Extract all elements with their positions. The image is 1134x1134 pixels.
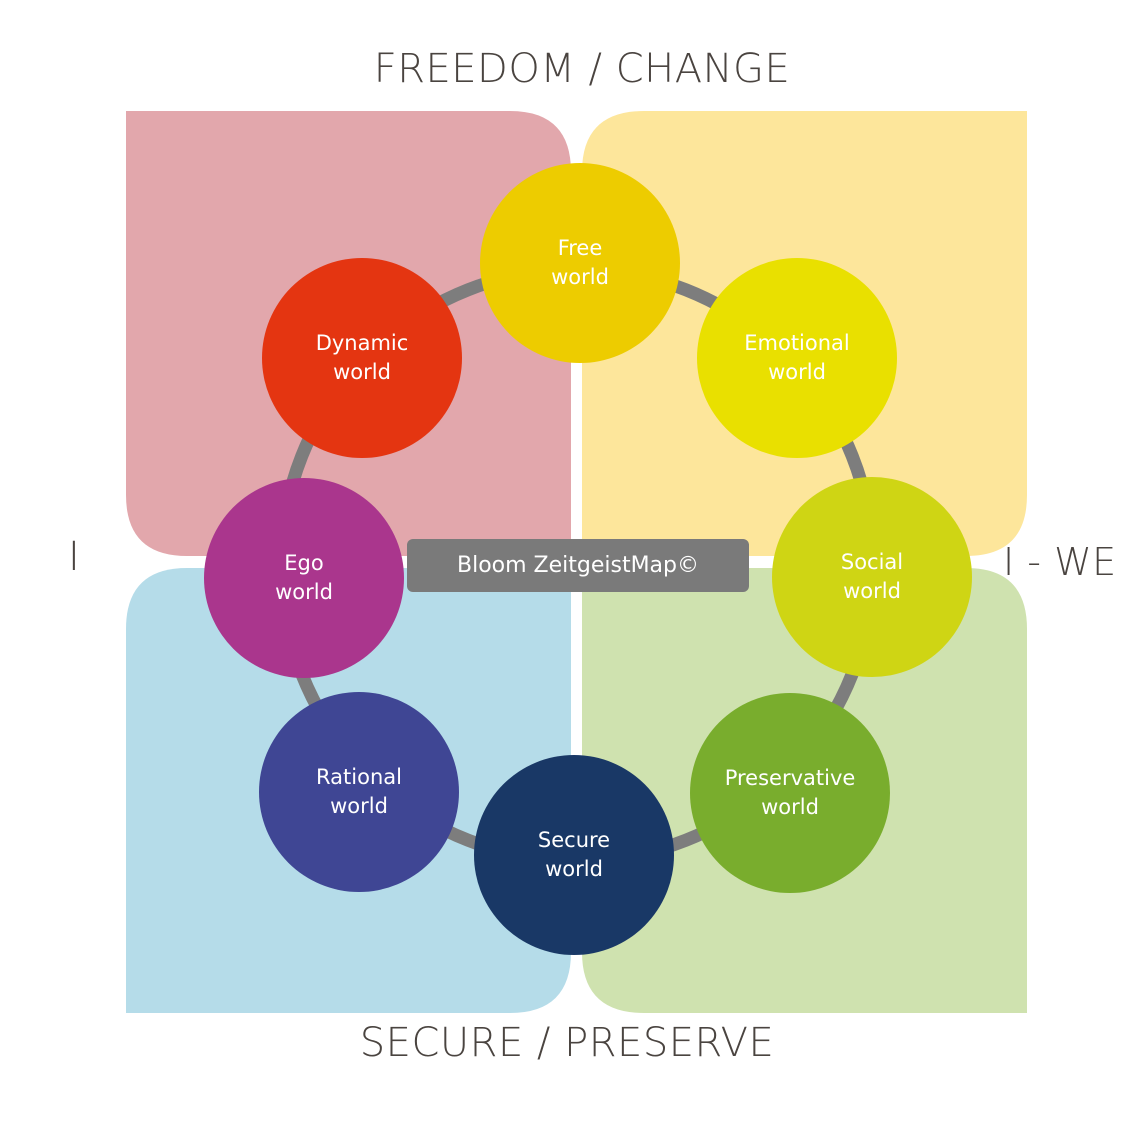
node-label-line: Free [557,236,603,260]
node-free-circle [480,163,680,363]
node-dynamic-label: Dynamic world [316,329,409,387]
node-rational-label: Rational world [316,763,402,821]
center-title-box: Bloom ZeitgeistMap© [407,539,749,592]
node-preservative-circle [690,693,890,893]
node-secure-label: Secure world [538,826,610,884]
node-label-line: Secure [537,828,611,852]
node-label-line: Social [840,550,904,574]
node-social-circle [772,477,972,677]
node-label-line: world [545,857,603,881]
node-label-line: Preservative [724,766,856,790]
node-label-line: world [768,360,826,384]
node-label-line: world [275,580,333,604]
node-label-line: world [333,360,391,384]
node-social-label: Social world [841,548,903,606]
node-label-line: Rational [316,765,402,789]
node-ego-circle [204,478,404,678]
node-label-line: world [843,579,901,603]
node-label-line: Dynamic [315,331,409,355]
node-label-line: Emotional [744,331,850,355]
axis-label-top: FREEDOM / CHANGE [373,46,791,92]
node-label-line: Ego [284,551,324,575]
node-label-line: world [551,265,609,289]
node-label-line: world [330,794,388,818]
node-dynamic-circle [262,258,462,458]
center-title: Bloom ZeitgeistMap© [456,553,700,578]
node-label-line: world [761,795,819,819]
node-emotional-circle [697,258,897,458]
node-ego-label: Ego world [275,549,333,607]
node-preservative-label: Preservative world [725,764,856,822]
node-free-label: Free world [551,234,609,292]
node-secure-circle [474,755,674,955]
node-rational-circle [259,692,459,892]
axis-label-bottom: SECURE / PRESERVE [359,1020,775,1066]
axis-label-left: I [68,534,81,580]
axis-label-right: I - WE [1003,540,1117,584]
node-emotional-label: Emotional world [744,329,850,387]
